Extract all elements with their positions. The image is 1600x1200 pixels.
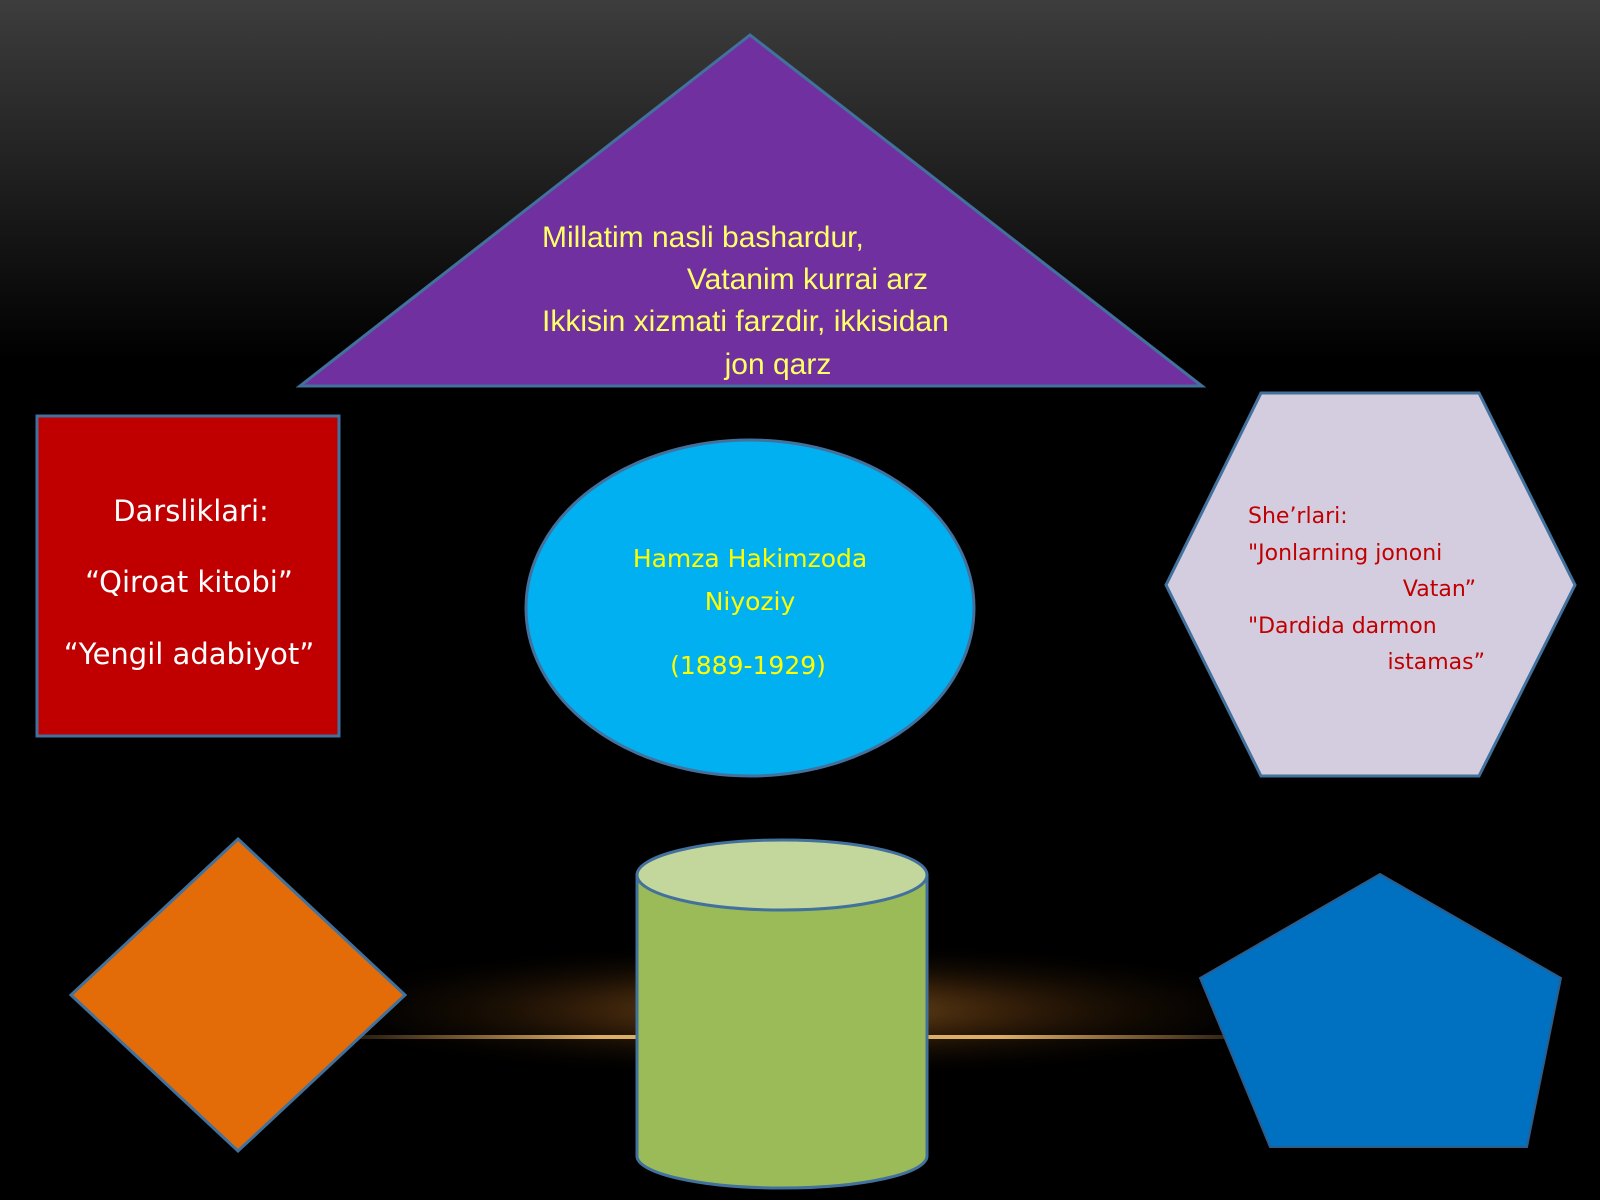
- hexagon-body: [1164, 391, 1577, 778]
- triangle-line-2: Vatanim kurrai arz: [687, 263, 928, 296]
- triangle-line-1: Millatim nasli bashardur,: [542, 221, 864, 254]
- hexagon-heading: She’rlari:: [1248, 504, 1348, 529]
- rectangle-item-1: “Qiroat kitobi”: [85, 565, 293, 599]
- hexagon-line-4: istamas”: [1388, 650, 1485, 675]
- rectangle-body: [35, 414, 341, 738]
- diamond-shape: [68, 836, 408, 1154]
- triangle-line-3: Ikkisin xizmati farzdir, ikkisidan: [542, 305, 949, 338]
- rectangle-heading: Darsliklari:: [113, 494, 269, 528]
- hexagon-line-2: Vatan”: [1403, 577, 1476, 602]
- cylinder-body: [635, 873, 929, 1190]
- hexagon-line-1: "Jonlarning jononi: [1248, 541, 1442, 566]
- hexagon-shape: She’rlari: "Jonlarning jononi Vatan” "Da…: [1164, 391, 1577, 778]
- triangle-body: [295, 33, 1207, 388]
- ellipse-body: [524, 438, 976, 778]
- cylinder-top: [635, 838, 929, 912]
- ellipse-shape: Hamza Hakimzoda Niyoziy (1889-1929): [524, 438, 976, 778]
- pentagon-shape: [1198, 872, 1563, 1148]
- triangle-shape: Millatim nasli bashardur, Vatanim kurrai…: [295, 33, 1207, 388]
- ellipse-name-line-2: Niyoziy: [705, 587, 796, 616]
- rectangle-item-2: “Yengil adabiyot”: [64, 637, 315, 671]
- rectangle-shape: Darsliklari: “Qiroat kitobi” “Yengil ada…: [35, 414, 341, 738]
- triangle-line-4: jon qarz: [724, 348, 832, 381]
- cylinder-shape: [635, 838, 929, 1190]
- hexagon-line-3: "Dardida darmon: [1248, 614, 1437, 639]
- ellipse-name-line-1: Hamza Hakimzoda: [633, 544, 867, 573]
- ellipse-years: (1889-1929): [670, 651, 826, 680]
